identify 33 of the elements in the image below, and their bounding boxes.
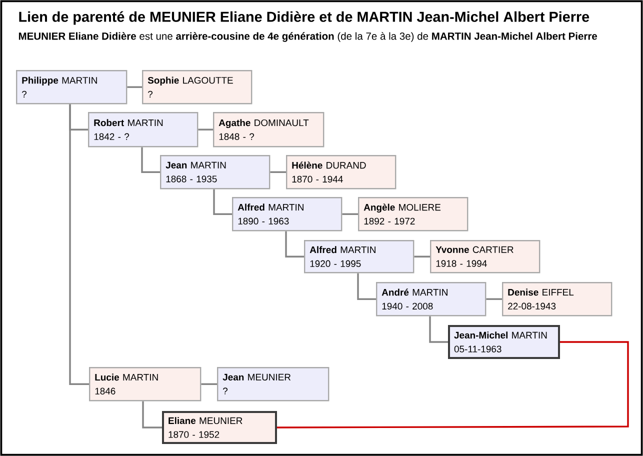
connector-line [429,316,448,343]
title: Lien de parenté de MEUNIER Eliane Didière et de MARTIN Jean-Michel Albert Pierre [19,11,590,25]
connector-line [357,273,376,300]
connector-line [141,147,160,173]
connector-line [127,86,142,88]
connector-line [213,189,232,215]
connector-line [142,401,162,428]
connector-line [285,231,304,258]
connector-line [414,256,430,258]
connector-line [69,104,89,385]
connector-line [342,213,358,215]
person-box: Denise EIFFEL 22-08-1943 [502,282,612,316]
person-box: Angèle MOLIERE 1892 - 1972 [358,197,468,232]
connector-line [270,171,286,173]
person-box: Alfred MARTIN 1890 - 1963 [232,197,342,232]
person-box: Lucie MARTIN 1846 [89,366,202,402]
connector-line [486,298,502,300]
connector-line [277,341,629,428]
person-box: Agathe DOMINAULT 1848 - ? [213,112,324,148]
person-box: Robert MARTIN 1842 - ? [88,112,198,148]
subtitle: MEUNIER Eliane Didière est une arrière-cousine de 4e génération (de la 7e à la 3e) de MARTIN Jean-Michel Albert Pierre [18,32,598,42]
person-box: André MARTIN 1940 - 2008 [376,282,486,316]
person-box: Yvonne CARTIER 1918 - 1994 [430,240,540,274]
person-box: Eliane MEUNIER 1870 - 1952 [162,411,277,444]
connector-line [198,128,213,130]
person-box: Jean MARTIN 1868 - 1935 [160,155,270,190]
person-box: Hélène DURAND 1870 - 1944 [286,155,396,190]
person-box: Philippe MARTIN ? [16,70,128,104]
person-box: Alfred MARTIN 1920 - 1995 [304,240,414,274]
connector-line [201,383,217,385]
person-box: Jean MEUNIER ? [217,366,330,402]
person-box: Sophie LAGOUTTE ? [142,70,252,104]
person-box: Jean-Michel MARTIN 05-11-1963 [448,325,560,359]
